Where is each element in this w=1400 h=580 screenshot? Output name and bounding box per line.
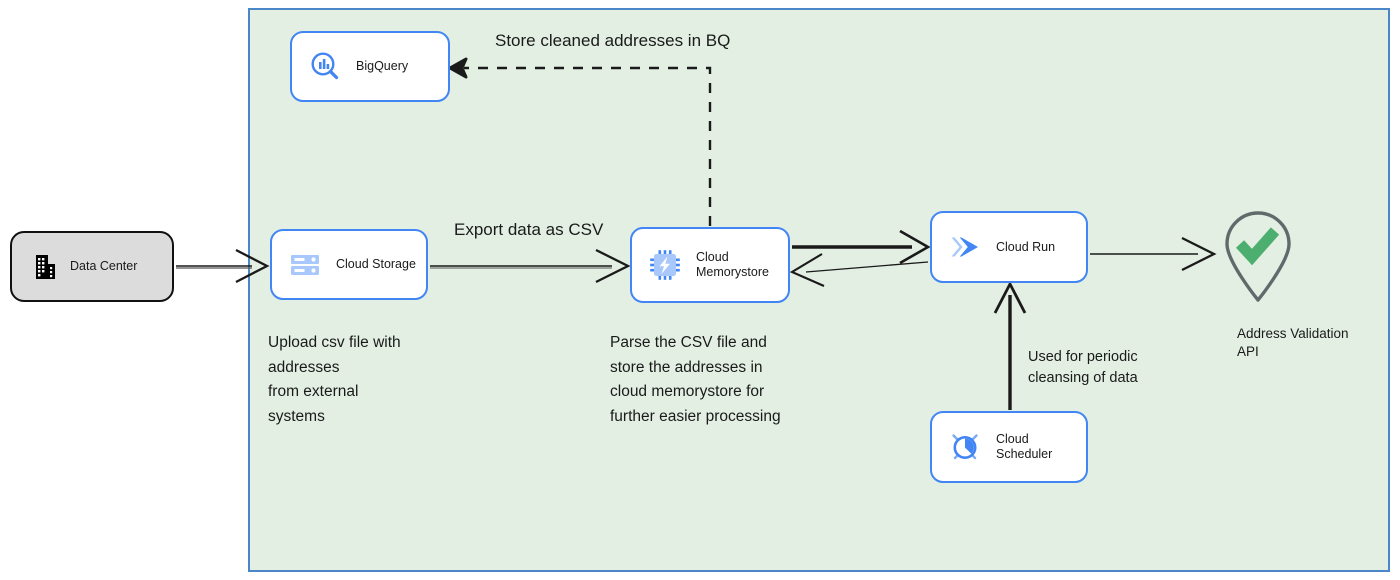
cloud-boundary-group	[248, 8, 1390, 572]
node-label-address-validation-api: Address Validation API	[1237, 326, 1349, 359]
address-validation-pin-icon	[1225, 211, 1291, 302]
cloud-memorystore-icon	[648, 248, 682, 282]
node-label-cloud-memorystore: Cloud Memorystore	[696, 250, 769, 279]
annotation-store-cleaned-addresses: Store cleaned addresses in BQ	[495, 31, 731, 50]
annotation-periodic-cleansing: Used for periodic cleansing of data	[1028, 349, 1138, 386]
bigquery-icon	[308, 50, 342, 84]
annotation-parse-csv-file: Parse the CSV file and store the address…	[610, 334, 781, 425]
node-label-bigquery: BigQuery	[356, 59, 409, 73]
node-label-cloud-scheduler: Cloud Scheduler	[996, 432, 1053, 461]
cloud-storage-icon	[288, 248, 322, 282]
node-bigquery[interactable]: BigQuery	[290, 31, 450, 102]
node-label-cloud-storage: Cloud Storage	[336, 257, 416, 271]
node-cloud-scheduler[interactable]: Cloud Scheduler	[930, 411, 1088, 483]
node-label-cloud-run: Cloud Run	[996, 239, 1056, 254]
node-label-data-center: Data Center	[70, 259, 138, 273]
node-address-validation-api[interactable]	[1216, 206, 1300, 304]
cloud-run-icon	[948, 230, 982, 264]
node-cloud-memorystore[interactable]: Cloud Memorystore	[630, 227, 790, 303]
node-cloud-storage[interactable]: Cloud Storage	[270, 229, 428, 300]
annotation-upload-csv-file: Upload csv file with addresses from exte…	[268, 334, 401, 425]
node-data-center[interactable]: Data Center	[10, 231, 174, 302]
cloud-scheduler-icon	[948, 430, 982, 464]
node-cloud-run[interactable]: Cloud Run	[930, 211, 1088, 283]
annotation-export-data-as-csv: Export data as CSV	[454, 220, 604, 239]
data-center-building-icon	[28, 252, 58, 282]
